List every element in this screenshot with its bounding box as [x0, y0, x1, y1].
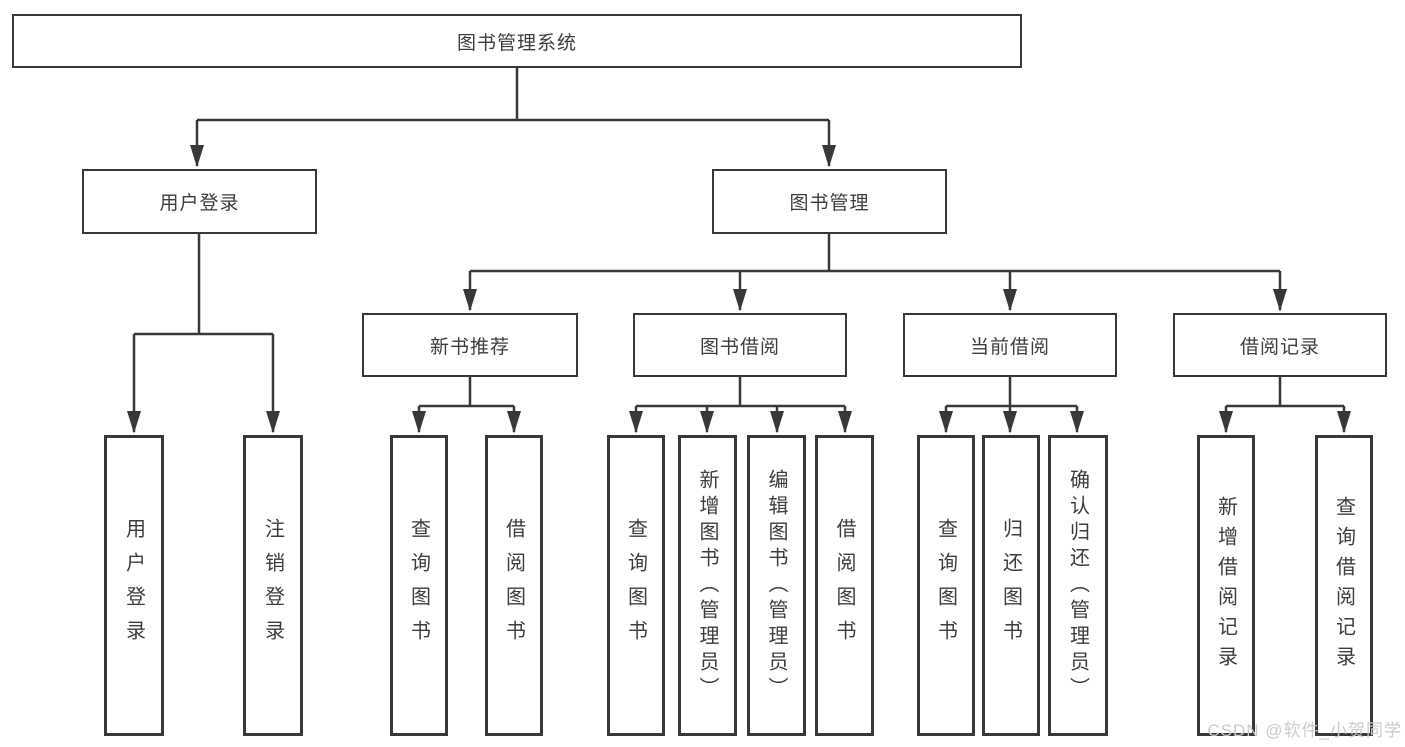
leaf-logout: 注销登录 — [243, 435, 303, 736]
node-user-login: 用户登录 — [82, 169, 317, 234]
leaf-borrow-borrow-book: 借阅图书 — [815, 435, 874, 736]
leaf-newbook-query-book: 查询图书 — [390, 435, 448, 736]
leaf-current-return-book: 归还图书 — [982, 435, 1040, 736]
leaf-borrow-query-book: 查询图书 — [607, 435, 665, 736]
node-book-borrowing: 图书借阅 — [633, 313, 847, 377]
leaf-newbook-borrow-book: 借阅图书 — [485, 435, 543, 736]
node-current-borrowing: 当前借阅 — [903, 313, 1117, 377]
csdn-watermark: CSDN @软件_小贺同学 — [1207, 721, 1402, 740]
node-borrowing-records: 借阅记录 — [1173, 313, 1387, 377]
leaf-records-query-record: 查询借阅记录 — [1315, 435, 1373, 736]
leaf-records-add-record: 新增借阅记录 — [1197, 435, 1255, 736]
leaf-borrow-edit-book-admin: 编辑图书（管理员） — [747, 435, 806, 736]
leaf-current-query-book: 查询图书 — [917, 435, 975, 736]
leaf-borrow-add-book-admin: 新增图书（管理员） — [678, 435, 737, 736]
node-library-system: 图书管理系统 — [12, 14, 1022, 68]
node-new-book-recommend: 新书推荐 — [362, 313, 578, 377]
node-book-management: 图书管理 — [712, 169, 947, 234]
leaf-current-confirm-return-admin: 确认归还（管理员） — [1048, 435, 1108, 736]
leaf-user-login: 用户登录 — [104, 435, 164, 736]
